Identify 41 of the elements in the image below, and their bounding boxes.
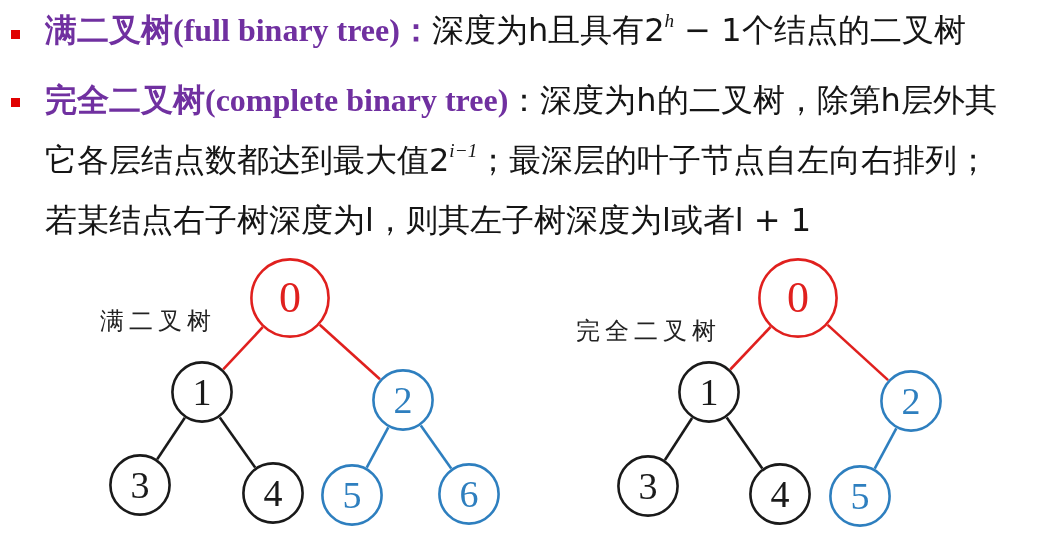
tree-node-circle: [829, 465, 891, 527]
node-number: 3: [130, 466, 150, 504]
node-number: 3: [638, 467, 658, 505]
tree-node-circle: [109, 454, 171, 516]
tree-node-circle: [321, 464, 383, 526]
tree-caption: 完全二叉树: [576, 319, 721, 343]
tree-edge: [218, 416, 257, 469]
node-number: 0: [279, 276, 301, 320]
tree-edge: [826, 323, 889, 382]
node-number: 2: [393, 381, 413, 419]
tree-node-circle: [250, 258, 330, 338]
tree-node-circle: [678, 361, 740, 423]
tree-edge: [729, 326, 772, 371]
definition-text: 完全二叉树(complete binary tree)：深度为h的二叉树，除第h层外其它各层结点数都达到最大值2$^{i−1}$；最深层的叶子节点自左向右排列；若某结点右子树深度为l，则其左子树深度为l或者l + 1: [45, 80, 998, 241]
tree-edge: [725, 416, 764, 470]
tree-node-circle: [758, 258, 838, 338]
tree-node-circle: [171, 361, 233, 423]
tree-edge: [318, 323, 381, 381]
tree-edge: [663, 417, 694, 461]
node-number: 1: [192, 373, 212, 411]
tree-caption: 满二叉树: [100, 309, 216, 333]
tree-node-circle: [617, 455, 679, 517]
tree-edge: [156, 417, 186, 460]
node-number: 4: [770, 475, 790, 513]
tree-node-circle: [438, 463, 500, 525]
node-number: 5: [850, 477, 870, 515]
node-number: 5: [342, 476, 362, 514]
node-number: 2: [901, 382, 921, 420]
tree-edge: [419, 424, 453, 470]
node-number: 6: [459, 475, 479, 513]
node-number: 4: [263, 474, 283, 512]
definition-text: 满二叉树(full binary tree)：深度为h且具有2$^{h}$ − 1个结点的二叉树: [45, 8, 967, 51]
tree-edge: [222, 326, 264, 371]
node-number: 0: [787, 276, 809, 320]
node-number: 1: [699, 373, 719, 411]
tree-node-circle: [242, 462, 304, 524]
tree-node-circle: [880, 370, 942, 432]
tree-node-circle: [749, 463, 811, 525]
tree-node-circle: [372, 369, 434, 431]
tree-edge: [873, 427, 898, 470]
tree-edge: [365, 426, 390, 469]
